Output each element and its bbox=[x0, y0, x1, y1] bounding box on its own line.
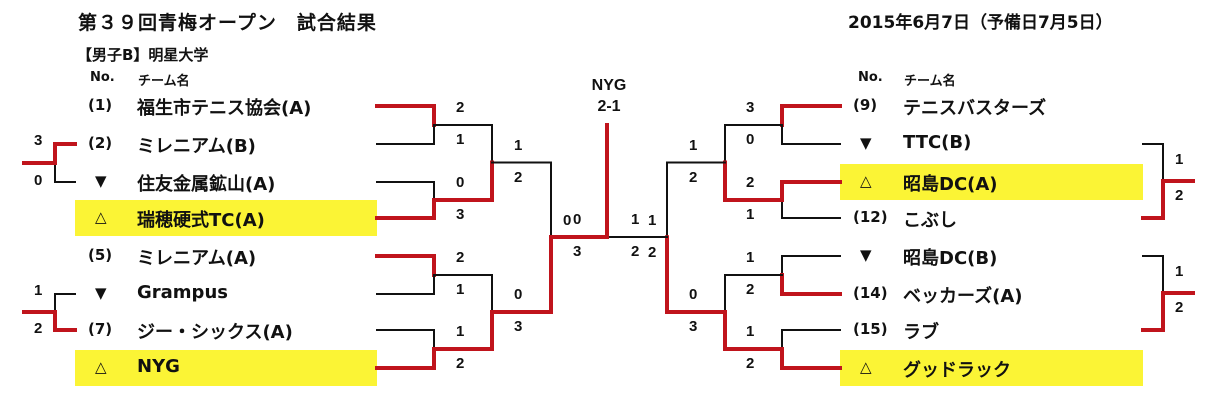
match-score: 1 bbox=[746, 249, 755, 266]
page-title: 第３９回青梅オープン 試合結果 bbox=[78, 12, 377, 34]
match-score: 1 bbox=[689, 136, 698, 154]
seed-number: (15) bbox=[853, 320, 888, 338]
prelim-score: 3 bbox=[34, 132, 43, 149]
match-score: 2 bbox=[456, 99, 465, 116]
seed-number: (5) bbox=[88, 246, 113, 264]
column-header-team-left: チーム名 bbox=[138, 74, 190, 89]
team-name: グッドラック bbox=[903, 360, 1011, 381]
match-score: 3 bbox=[514, 318, 523, 335]
match-score: 1 bbox=[631, 211, 640, 229]
down-triangle-icon: ▼ bbox=[95, 284, 107, 302]
final-score-right: 2 bbox=[648, 244, 657, 261]
match-score: 3 bbox=[689, 318, 698, 335]
seed-number: (1) bbox=[88, 96, 113, 114]
match-score: 1 bbox=[746, 206, 755, 223]
team-name: TTC(B) bbox=[903, 132, 972, 153]
seed-number: (2) bbox=[88, 134, 113, 152]
team-name: 住友金属鉱山(A) bbox=[137, 174, 276, 195]
team-name: 昭島DC(B) bbox=[903, 248, 998, 269]
team-name: ミレニアム(A) bbox=[137, 248, 257, 269]
match-score: 0 bbox=[456, 174, 465, 191]
match-score: 0 bbox=[573, 211, 582, 229]
column-header-no-right: No. bbox=[858, 70, 883, 85]
down-triangle-icon: ▼ bbox=[95, 172, 107, 190]
match-score: 2 bbox=[456, 249, 465, 266]
prelim-score: 2 bbox=[1175, 299, 1184, 316]
up-triangle-icon: △ bbox=[860, 172, 872, 190]
match-score: 1 bbox=[514, 136, 523, 154]
team-name: ジー・シックス(A) bbox=[137, 322, 293, 343]
match-score: 2 bbox=[689, 168, 698, 186]
team-name: NYG bbox=[137, 356, 180, 377]
match-score: 2 bbox=[746, 174, 755, 191]
up-triangle-icon: △ bbox=[95, 358, 107, 376]
final-score: 2-1 bbox=[597, 98, 621, 115]
match-score: 1 bbox=[456, 131, 465, 148]
team-name: テニスバスターズ bbox=[903, 98, 1047, 119]
match-score: 1 bbox=[746, 323, 755, 340]
up-triangle-icon: △ bbox=[860, 358, 872, 376]
team-name: こぶし bbox=[903, 210, 957, 231]
down-triangle-icon: ▼ bbox=[860, 246, 872, 264]
highlight-left-4 bbox=[75, 200, 377, 236]
final-result: NYG 2-1 bbox=[589, 75, 629, 117]
prelim-score: 1 bbox=[34, 282, 43, 299]
seed-number: (12) bbox=[853, 208, 888, 226]
column-header-no-left: No. bbox=[90, 70, 115, 85]
match-score: 3 bbox=[456, 206, 465, 223]
match-score: 2 bbox=[746, 355, 755, 372]
match-score: 2 bbox=[514, 168, 523, 186]
final-score-left: 1 bbox=[648, 212, 657, 229]
prelim-score: 1 bbox=[1175, 263, 1184, 280]
prelim-score: 2 bbox=[1175, 187, 1184, 204]
prelim-score: 1 bbox=[1175, 151, 1184, 168]
match-score: 0 bbox=[746, 131, 755, 148]
highlight-right-3 bbox=[840, 164, 1143, 200]
team-name: ベッカーズ(A) bbox=[903, 286, 1023, 307]
seed-number: (9) bbox=[853, 96, 878, 114]
match-date: 2015年6月7日（予備日7月5日） bbox=[848, 13, 1113, 33]
seed-number: (14) bbox=[853, 284, 888, 302]
division-label: 【男子B】明星大学 bbox=[77, 46, 209, 64]
match-score: 1 bbox=[456, 281, 465, 298]
semifinal-score: 0 bbox=[563, 212, 572, 229]
match-score: 2 bbox=[631, 243, 640, 261]
team-name: 福生市テニス協会(A) bbox=[137, 98, 312, 119]
seed-number: (7) bbox=[88, 320, 113, 338]
match-score: 1 bbox=[456, 323, 465, 340]
team-name: Grampus bbox=[137, 282, 228, 303]
match-score: 3 bbox=[746, 99, 755, 116]
up-triangle-icon: △ bbox=[95, 208, 107, 226]
team-name: 昭島DC(A) bbox=[903, 174, 998, 195]
team-name: ミレニアム(B) bbox=[137, 136, 256, 157]
match-score: 0 bbox=[514, 286, 523, 303]
match-score: 2 bbox=[456, 355, 465, 372]
highlight-left-8 bbox=[75, 350, 377, 386]
team-name: ラブ bbox=[903, 322, 939, 343]
match-score: 3 bbox=[573, 243, 582, 261]
prelim-score: 0 bbox=[34, 172, 43, 189]
prelim-score: 2 bbox=[34, 320, 43, 337]
highlight-right-8 bbox=[840, 350, 1143, 386]
champion-name: NYG bbox=[591, 77, 627, 94]
match-score: 2 bbox=[746, 281, 755, 298]
down-triangle-icon: ▼ bbox=[860, 134, 872, 152]
team-name: 瑞穂硬式TC(A) bbox=[137, 210, 265, 231]
match-score: 0 bbox=[689, 286, 698, 303]
column-header-team-right: チーム名 bbox=[904, 74, 956, 89]
